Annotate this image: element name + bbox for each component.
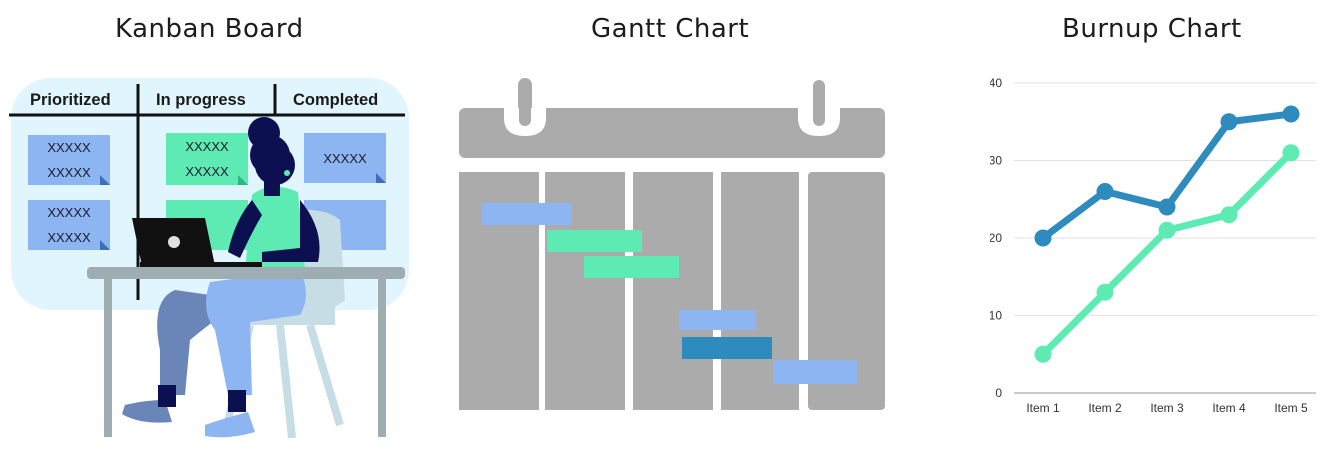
gantt-calendar [459, 78, 885, 410]
gantt-task-bar [482, 203, 572, 225]
x-tick-label: Item 1 [1026, 401, 1060, 415]
kanban-note-line: XXXXX [47, 205, 91, 220]
data-point [1282, 105, 1300, 123]
hair [250, 135, 290, 175]
kanban-column-in-progress: In progress [156, 91, 246, 109]
data-point [1220, 206, 1238, 224]
woman-at-desk-illustration [87, 117, 405, 439]
earring-icon [284, 170, 290, 176]
gantt-task-bar [773, 360, 857, 384]
kanban-note-line: XXXXX [185, 139, 229, 154]
kanban-note: XXXXX XXXXX [28, 200, 110, 250]
calendar-header [459, 108, 885, 158]
laptop-base [140, 262, 262, 268]
calendar-column [808, 172, 885, 410]
x-tick-label: Item 4 [1212, 401, 1246, 415]
data-point [1096, 283, 1114, 301]
front-shoe [205, 412, 255, 438]
back-leg [157, 290, 245, 395]
gantt-task-bar [547, 230, 642, 252]
gantt-task-bar [682, 337, 772, 359]
front-leg [206, 270, 306, 395]
gantt-task-bar [679, 310, 756, 330]
kanban-column-prioritized: Prioritized [30, 91, 111, 109]
arm [262, 200, 320, 262]
burnup-title: Burnup Chart [1062, 14, 1242, 44]
front-ankle [228, 390, 246, 412]
calendar-ring-left-post [519, 80, 531, 126]
kanban-note-line: XXXXX [47, 165, 91, 180]
y-tick-label: 20 [990, 231, 1002, 245]
desk-leg [104, 279, 112, 437]
gantt-task-bar [584, 256, 679, 278]
gantt-title: Gantt Chart [591, 14, 750, 44]
data-point [1034, 345, 1052, 363]
calendar-ring-right-post [813, 80, 825, 126]
chair-leg [306, 323, 344, 427]
series-line [1040, 110, 1292, 241]
data-point [1158, 221, 1176, 239]
data-point [1096, 183, 1114, 200]
y-tick-label: 30 [990, 154, 1002, 168]
kanban-note: XXXXX [304, 133, 386, 183]
x-tick-label: Item 5 [1274, 401, 1308, 415]
kanban-note-line: XXXXX [47, 230, 91, 245]
data-point [1158, 198, 1176, 216]
calendar-column [633, 172, 713, 410]
kanban-note: XXXXX XXXXX [166, 133, 248, 185]
y-tick-label: 0 [995, 386, 1002, 400]
kanban-note-line: XXXXX [323, 150, 367, 166]
desk-leg [378, 279, 386, 437]
kanban-note-line: XXXXX [47, 140, 91, 155]
x-tick-label: Item 3 [1150, 401, 1184, 415]
data-point [1282, 144, 1300, 162]
y-tick-label: 40 [990, 76, 1002, 90]
data-point [1220, 113, 1238, 131]
kanban-note: XXXXX XXXXX [28, 135, 110, 185]
kanban-title: Kanban Board [115, 14, 304, 44]
y-tick-label: 10 [990, 309, 1002, 323]
kanban-note-line: XXXXX [185, 164, 229, 179]
desk-top [87, 267, 405, 279]
series-line [1040, 150, 1294, 357]
arm-left [228, 200, 262, 258]
back-ankle [158, 385, 176, 407]
data-point [1034, 229, 1052, 247]
x-tick-label: Item 2 [1088, 401, 1122, 415]
kanban-column-completed: Completed [293, 91, 379, 109]
chair-leg [276, 324, 296, 439]
laptop-logo-icon [168, 236, 180, 248]
